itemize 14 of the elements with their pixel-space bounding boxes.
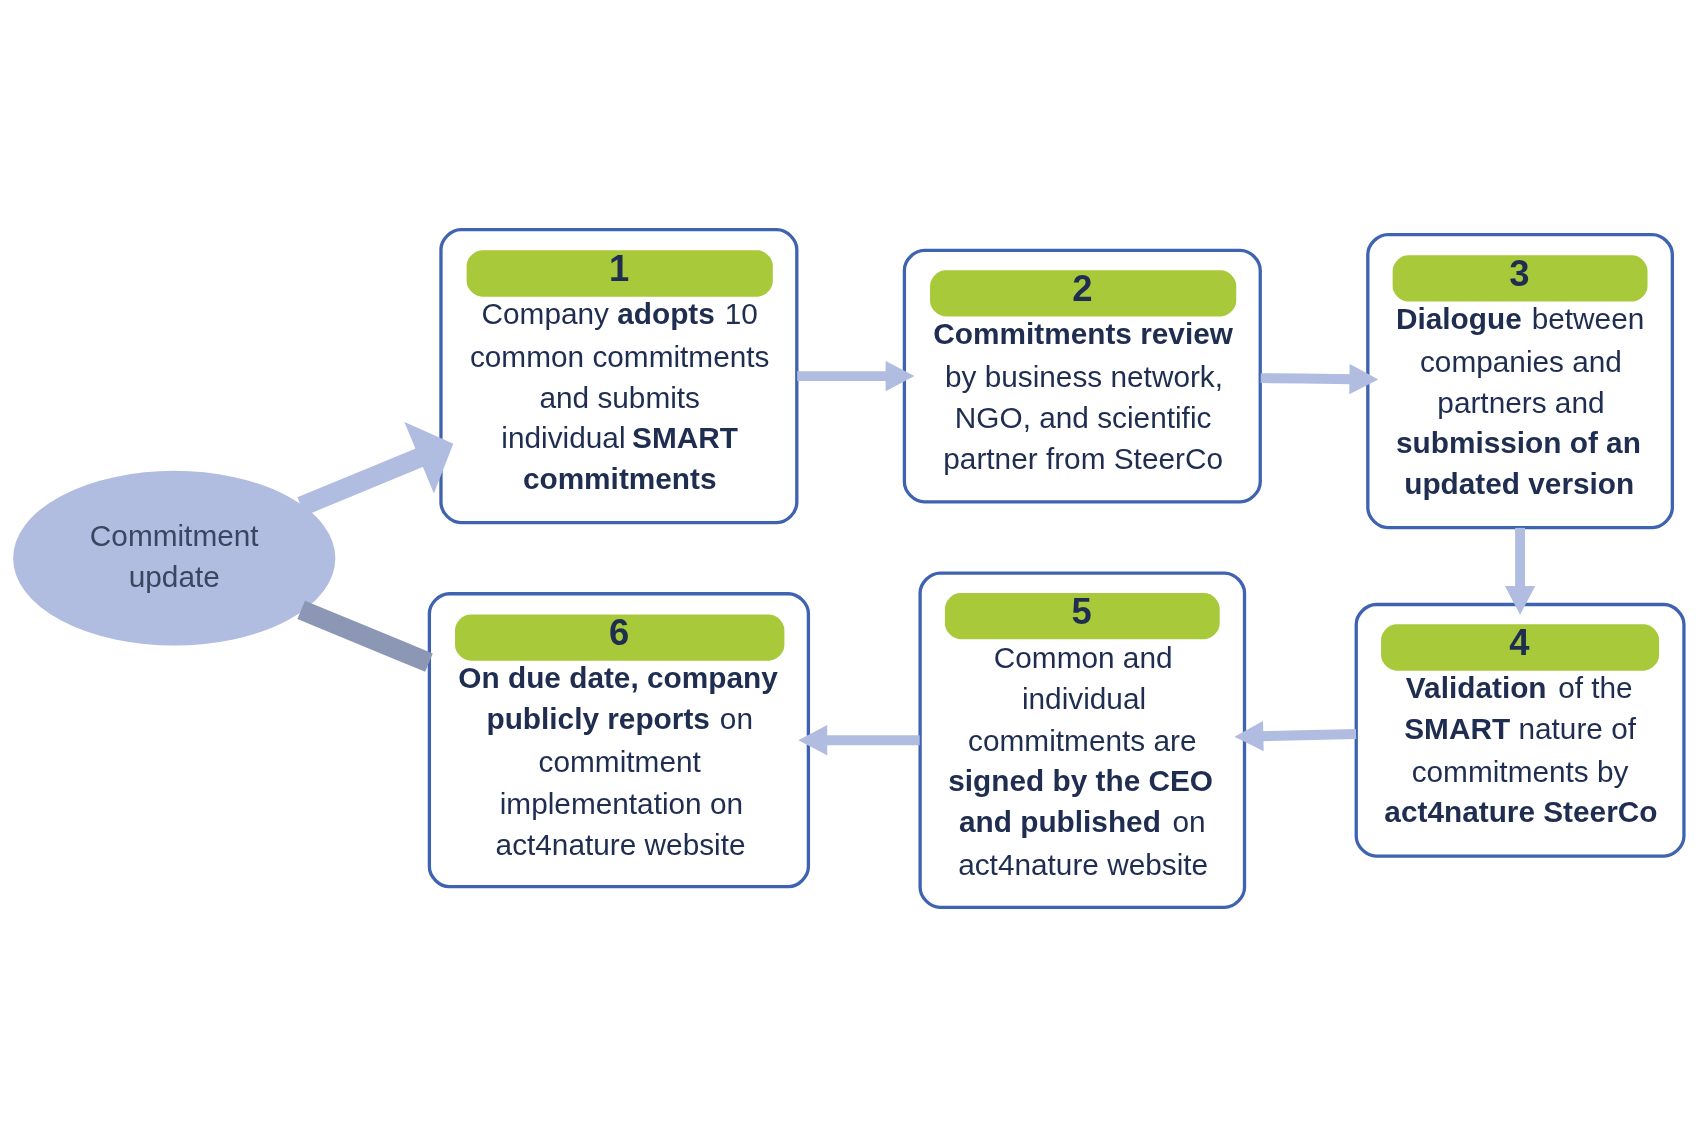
node-box: 1 Company adopts 10 common commitments and submits individual SMART commitments xyxy=(439,227,799,525)
node-ellipse: Commitment update xyxy=(13,470,336,646)
arrow xyxy=(1504,527,1536,615)
node-box: 2 Commitments review by business network, NGO, and scientific partner from SteerCo xyxy=(902,248,1262,504)
arrow xyxy=(1234,720,1357,752)
arrow xyxy=(1260,363,1379,395)
node-box: 4 Validation of the SMART nature of commitments by act4nature SteerCo xyxy=(1354,602,1686,858)
node-box: 5 Common and individual commitments are signed by the CEO and published on act4nature website xyxy=(918,571,1247,910)
arrow xyxy=(297,422,454,516)
arrow xyxy=(798,725,920,756)
node-box: 6 On due date, company publicly reports on commitment implementation on act4nature website xyxy=(427,592,811,889)
arrow xyxy=(797,360,915,392)
connector xyxy=(297,600,433,672)
node-box: 3 Dialogue between companies and partners and submission of an updated version xyxy=(1366,232,1674,530)
